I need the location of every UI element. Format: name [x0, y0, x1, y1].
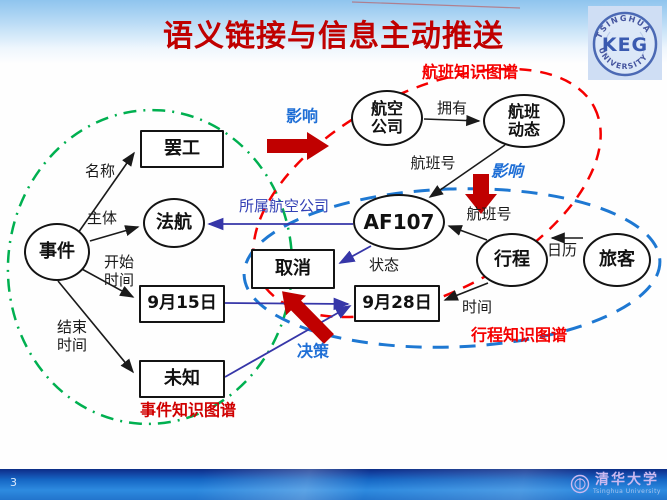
- group-label-flight: 航班知识图谱: [421, 62, 519, 82]
- tsinghua-logo-name: 清华大学: [594, 472, 659, 488]
- keg-logo: TSINGHUA KEG UNIVERSITY: [588, 6, 662, 80]
- tsinghua-seal-icon: [570, 474, 590, 494]
- node-airline: 航空 公司: [351, 90, 423, 146]
- annotation-impact-top: 影响: [285, 106, 319, 126]
- edge-label-flight-no-mid: 航班号: [466, 205, 512, 223]
- node-air-france: 法航: [143, 198, 205, 248]
- header-gradient: [0, 0, 667, 64]
- edge-label-end-time: 结束 时间: [56, 318, 88, 354]
- edge-af107-cancel: [338, 245, 372, 264]
- edge-trip-af107: [447, 225, 488, 241]
- edge-label-time: 时间: [461, 298, 493, 316]
- node-strike: 罢工: [140, 130, 224, 168]
- edge-label-start-time: 开始 时间: [103, 253, 135, 289]
- node-trip: 行程: [476, 233, 548, 287]
- impact-arrow-down-icon: [465, 174, 497, 214]
- annotation-decision: 决策: [296, 341, 330, 361]
- page-title: 语义链接与信息主动推送: [163, 19, 504, 54]
- footer-bar: 3 清华大学 Tsinghua University: [0, 469, 667, 500]
- node-event: 事件: [24, 223, 90, 281]
- keg-logo-ring: [592, 11, 658, 77]
- page-number: 3: [10, 476, 17, 489]
- edge-label-owns: 拥有: [436, 99, 468, 117]
- edge-label-status: 状态: [368, 256, 400, 274]
- tsinghua-logo: 清华大学 Tsinghua University: [570, 473, 661, 495]
- trip-group-oval: [242, 187, 662, 349]
- relation-edges: [57, 114, 583, 374]
- tsinghua-logo-subtitle: Tsinghua University: [592, 488, 661, 495]
- edge-flightstatus-af107: [428, 144, 506, 198]
- node-cancel: 取消: [251, 249, 335, 289]
- edge-event-unknown: [57, 280, 135, 374]
- edge-event-airfrance: [89, 225, 140, 242]
- node-flight-status: 航班 动态: [483, 94, 565, 148]
- edge-unknown-sep28: [224, 305, 352, 378]
- node-passenger: 旅客: [583, 233, 651, 287]
- edge-label-name: 名称: [84, 162, 116, 180]
- edge-event-strike: [77, 151, 135, 234]
- node-sep28: 9月28日: [354, 285, 440, 322]
- node-sep15: 9月15日: [139, 285, 225, 323]
- decision-arrow-icon: [282, 291, 334, 344]
- annotation-impact-right: 影响: [490, 161, 524, 181]
- keg-logo-inner-ornament: [604, 31, 646, 59]
- edge-label-flight-no-top: 航班号: [410, 154, 456, 172]
- edge-label-belongs-airline: 所属航空公司: [238, 197, 330, 215]
- group-label-trip: 行程知识图谱: [470, 325, 568, 345]
- edge-trip-sep28: [443, 282, 489, 301]
- impact-arrow-right-icon: [267, 132, 329, 160]
- header-accent-line: [351, 1, 521, 9]
- edge-event-sep15: [79, 267, 135, 298]
- node-unknown: 未知: [139, 360, 225, 398]
- edge-label-calendar: 日历: [546, 241, 578, 259]
- node-af107: AF107: [353, 194, 445, 250]
- red-annotation-arrows: [267, 132, 497, 344]
- edge-label-subject: 主体: [86, 209, 118, 227]
- edge-airline-flightstatus: [423, 114, 481, 127]
- group-label-event: 事件知识图谱: [139, 400, 237, 420]
- footer-sheen: [0, 469, 667, 500]
- keg-logo-center-text: KEG: [602, 34, 648, 56]
